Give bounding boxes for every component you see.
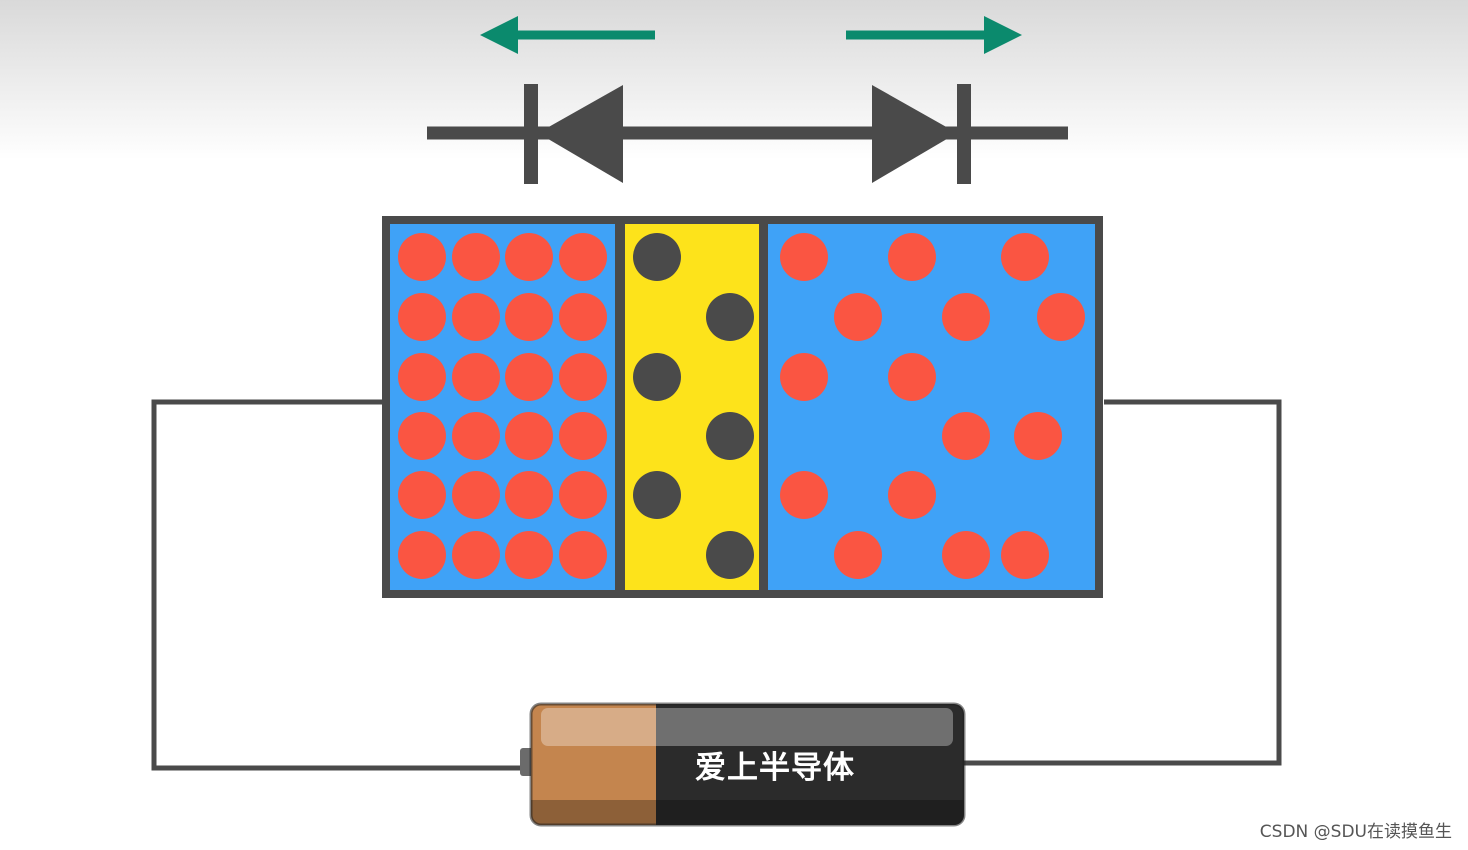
carrier-dot [780, 233, 828, 281]
carrier-dot [505, 353, 553, 401]
diode-symbol-icon [427, 84, 1068, 184]
left-diode-triangle [538, 85, 623, 183]
right-arrow-icon [846, 16, 1022, 54]
carrier-dot [888, 233, 936, 281]
watermark-text: CSDN @SDU在读摸鱼生 [1259, 822, 1452, 842]
carrier-dot [1001, 531, 1049, 579]
n-region [768, 224, 1095, 590]
carrier-dot [505, 531, 553, 579]
carrier-dot [505, 233, 553, 281]
left-carriers [398, 233, 607, 579]
carrier-dot [942, 412, 990, 460]
depletion-ions [633, 233, 754, 579]
carrier-dot [398, 412, 446, 460]
battery-outline [529, 702, 966, 827]
carrier-dot [780, 353, 828, 401]
right-diode-triangle [872, 85, 957, 183]
right-arrow-head [984, 16, 1022, 54]
carrier-dot [398, 233, 446, 281]
carrier-dot [780, 471, 828, 519]
left-arrow-head [480, 16, 518, 54]
left-wire [151, 399, 530, 771]
carrier-dot [452, 412, 500, 460]
ion-dot [633, 353, 681, 401]
carrier-dot [888, 471, 936, 519]
carrier-dot [559, 531, 607, 579]
carrier-dot [888, 353, 936, 401]
carrier-dot [452, 293, 500, 341]
carrier-dot [505, 412, 553, 460]
carrier-dot [942, 293, 990, 341]
carrier-dot [559, 412, 607, 460]
carrier-dot [398, 471, 446, 519]
right-wire [962, 399, 1282, 766]
ion-dot [633, 471, 681, 519]
ion-dot [706, 531, 754, 579]
carrier-dot [505, 293, 553, 341]
battery-bottom-shade [531, 800, 964, 825]
carrier-dot [1037, 293, 1085, 341]
carrier-dot [1001, 233, 1049, 281]
battery-copper-cap [531, 704, 656, 825]
carrier-dot [834, 293, 882, 341]
p-region [390, 224, 615, 590]
right-diode-bar [957, 84, 971, 184]
carrier-dot [559, 471, 607, 519]
carrier-dot [398, 531, 446, 579]
battery-body [656, 704, 964, 825]
carrier-dot [834, 531, 882, 579]
carrier-dot [1014, 412, 1062, 460]
pn-junction-block [382, 216, 1103, 598]
ion-dot [633, 233, 681, 281]
carrier-dot [559, 353, 607, 401]
carrier-dot [452, 353, 500, 401]
circuit-wires [151, 399, 1282, 771]
carrier-dot [559, 233, 607, 281]
carrier-dot [559, 293, 607, 341]
carrier-dot [398, 353, 446, 401]
carrier-dot [505, 471, 553, 519]
ion-dot [706, 412, 754, 460]
carrier-dot [452, 531, 500, 579]
ion-dot [706, 293, 754, 341]
battery-highlight [541, 708, 953, 746]
carrier-dot [452, 233, 500, 281]
carrier-dot [452, 471, 500, 519]
depletion-region [625, 224, 759, 590]
right-carriers [780, 233, 1085, 579]
carrier-dot [398, 293, 446, 341]
left-diode-bar [524, 84, 538, 184]
carrier-dot [942, 531, 990, 579]
left-arrow-icon [480, 16, 655, 54]
battery [520, 702, 966, 827]
battery-label: 爱上半导体 [695, 750, 855, 786]
